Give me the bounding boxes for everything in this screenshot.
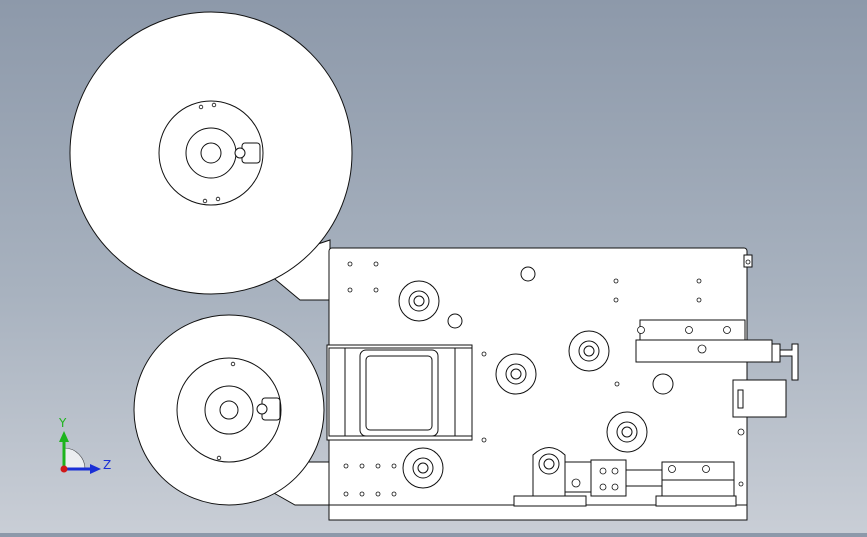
guide-roller-1: [398, 280, 440, 322]
guide-roller-2: [495, 353, 537, 395]
axis-label-z: Z: [103, 458, 111, 472]
hole-open-2: [652, 373, 674, 395]
guide-roller-5: [402, 447, 444, 489]
base-plate-bottom-strip: [328, 504, 748, 521]
axis-label-y: Y: [58, 416, 67, 430]
guide-roller-3: [568, 330, 610, 372]
hole-open-1: [447, 313, 463, 329]
rewind-roll-lower[interactable]: [133, 314, 325, 506]
cylinder-assembly: [513, 447, 737, 507]
coordinate-triad: Y Z: [58, 416, 111, 474]
supply-roll-upper[interactable]: [69, 11, 353, 295]
knob-top: [520, 266, 536, 282]
guide-roller-4: [606, 411, 648, 453]
print-head-bracket: [326, 344, 473, 441]
